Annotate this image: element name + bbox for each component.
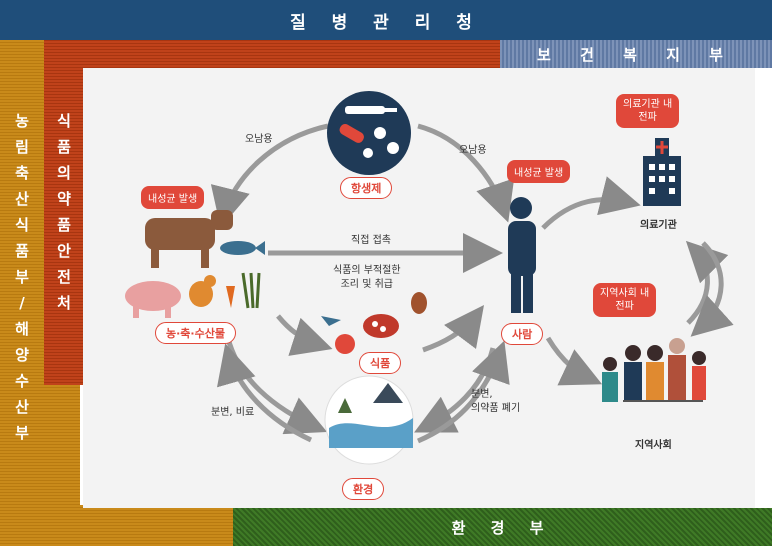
resistance-livestock-bubble: 내성균 발생 xyxy=(141,186,205,209)
agri-ocean-label-char: 산 xyxy=(15,398,29,416)
arrow-human-community xyxy=(545,336,603,386)
agri-ocean-label-char: 산 xyxy=(15,190,29,208)
environment-band: 환 경 부 xyxy=(233,508,772,546)
vegetables-icon xyxy=(226,272,261,309)
food-drug-label-char: 품 xyxy=(57,138,71,156)
food-drug-label-char: 식 xyxy=(57,112,71,130)
arrow-human-environment xyxy=(414,340,510,444)
antibiotics-icon xyxy=(327,91,411,175)
agri-ocean-label-char: 림 xyxy=(15,138,29,156)
direct-contact-label: 직접 접촉 xyxy=(351,235,391,246)
arrow-human-hospital xyxy=(541,176,641,230)
person-icon xyxy=(508,197,536,313)
food-drug-label-char: 처 xyxy=(57,294,71,312)
food-drug-label-char: 의 xyxy=(57,164,71,182)
hospital-icon xyxy=(643,138,681,206)
arrow-food-human xyxy=(422,305,485,353)
hospital-spread-bubble: 의료기관 내 전파 xyxy=(616,94,680,128)
agri-ocean-label-char: / xyxy=(19,294,25,312)
community-node: 지역사회 xyxy=(635,440,672,451)
food-drug-label-char: 약 xyxy=(57,190,71,208)
environment-node: 환경 xyxy=(342,478,385,500)
chicken-icon xyxy=(189,275,216,307)
agri-ocean-label-char: 양 xyxy=(15,346,29,364)
food-node: 식품 xyxy=(359,352,402,374)
human-node: 사람 xyxy=(501,323,544,345)
diagram-svg xyxy=(125,91,734,465)
waste-label: 분변, 의약품 폐기 xyxy=(471,389,521,414)
livestock-node: 농·축·수산물 xyxy=(155,322,236,344)
welfare-band: 보 건 복 지 부 xyxy=(500,40,772,68)
food-drug-label-char: 품 xyxy=(57,216,71,234)
agri-ocean-label-char: 품 xyxy=(15,242,29,260)
food-drug-label-char: 전 xyxy=(57,268,71,286)
arrow-antibiotics-livestock xyxy=(210,123,329,228)
agri-ocean-label-char: 식 xyxy=(15,216,29,234)
fish-icon xyxy=(220,241,265,255)
antibiotics-node: 항생제 xyxy=(340,177,393,199)
agri-ocean-label-char: 해 xyxy=(15,320,29,338)
misuse-left-label: 오남용 xyxy=(245,134,273,145)
agri-ocean-label-char: 부 xyxy=(15,268,29,286)
arrow-community-hospital xyxy=(685,240,734,337)
kdca-band: 질 병 관 리 청 xyxy=(0,0,772,40)
pig-icon xyxy=(125,281,181,318)
cow-icon xyxy=(145,210,233,268)
food-icon xyxy=(321,292,427,354)
improper-cooking-label: 식품의 부적절한 조리 및 취급 xyxy=(333,265,401,290)
agri-ocean-label-char: 농 xyxy=(15,112,29,130)
community-spread-bubble: 지역사회 내 전파 xyxy=(593,283,657,317)
resistance-human-bubble: 내성균 발생 xyxy=(507,160,571,183)
arrow-livestock-food xyxy=(276,314,333,356)
community-icon xyxy=(602,338,706,402)
manure-label: 분변, 비료 xyxy=(211,407,255,418)
agri-ocean-label-char: 수 xyxy=(15,372,29,390)
agri-ocean-label-char: 부 xyxy=(15,424,29,442)
food-drug-label-char: 안 xyxy=(57,242,71,260)
environment-icon xyxy=(324,375,414,465)
arrow-antibiotics-human xyxy=(417,123,515,223)
arrow-livestock-environment xyxy=(217,337,328,443)
diagram-panel: 항생제 농·축·수산물 식품 사람 환경 의료기관 지역사회 내성균 발생 내성… xyxy=(83,68,755,508)
hospital-node: 의료기관 xyxy=(640,220,677,231)
misuse-right-label: 오남용 xyxy=(459,145,487,156)
agri-ocean-label-char: 축 xyxy=(15,164,29,182)
